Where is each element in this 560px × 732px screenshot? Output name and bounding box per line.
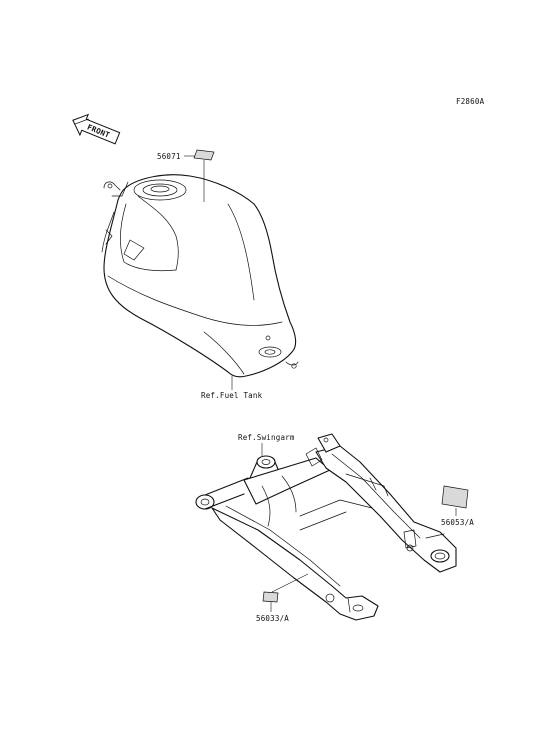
part-label-56033A[interactable]: 56033/A	[256, 614, 289, 623]
ref-swingarm[interactable]: Ref.Swingarm	[238, 433, 295, 456]
part-label-56071[interactable]: 56071	[157, 152, 181, 161]
sticker-56071	[193, 149, 215, 161]
front-arrow-icon: FRONT	[72, 113, 121, 145]
ref-fuel-tank[interactable]: Ref.Fuel Tank	[201, 376, 263, 400]
ref-fuel-tank-label[interactable]: Ref.Fuel Tank	[201, 391, 263, 400]
sticker-56053A	[441, 485, 469, 509]
fuel-tank-drawing	[101, 174, 299, 378]
part-label-56053A[interactable]: 56053/A	[441, 518, 474, 527]
part-56071[interactable]: 56071	[157, 149, 215, 202]
part-56033A[interactable]: 56033/A	[256, 573, 309, 623]
sticker-56033A	[262, 591, 279, 603]
part-56053A[interactable]: 56053/A	[441, 485, 474, 527]
figure-code: F2860A	[456, 97, 485, 106]
ref-swingarm-label[interactable]: Ref.Swingarm	[238, 433, 295, 442]
swingarm-drawing	[195, 433, 457, 621]
